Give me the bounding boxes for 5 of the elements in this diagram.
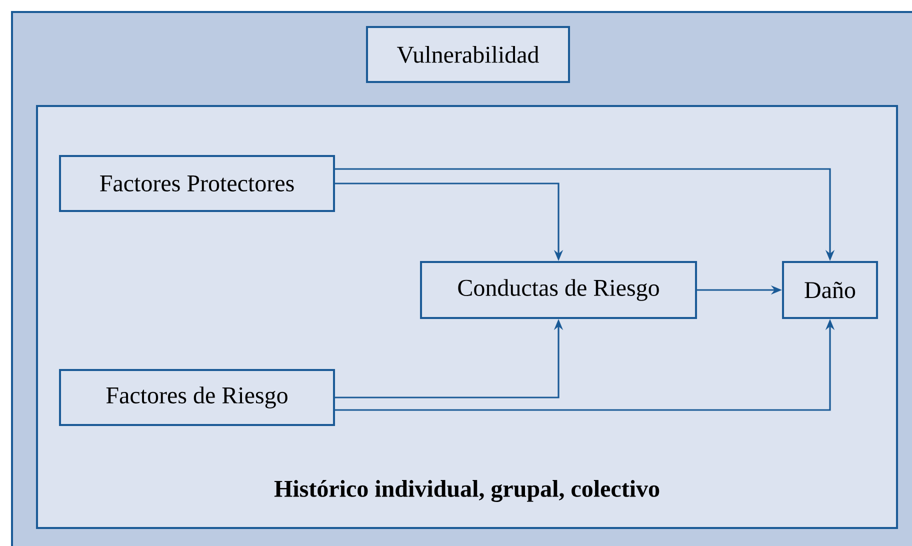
label-box: Factores Protectores [59,155,335,212]
label-box: Vulnerabilidad [366,26,570,83]
label-box: Factores de Riesgo [59,369,335,426]
label-box: Conductas de Riesgo [420,261,697,319]
label-box: Daño [782,261,878,319]
